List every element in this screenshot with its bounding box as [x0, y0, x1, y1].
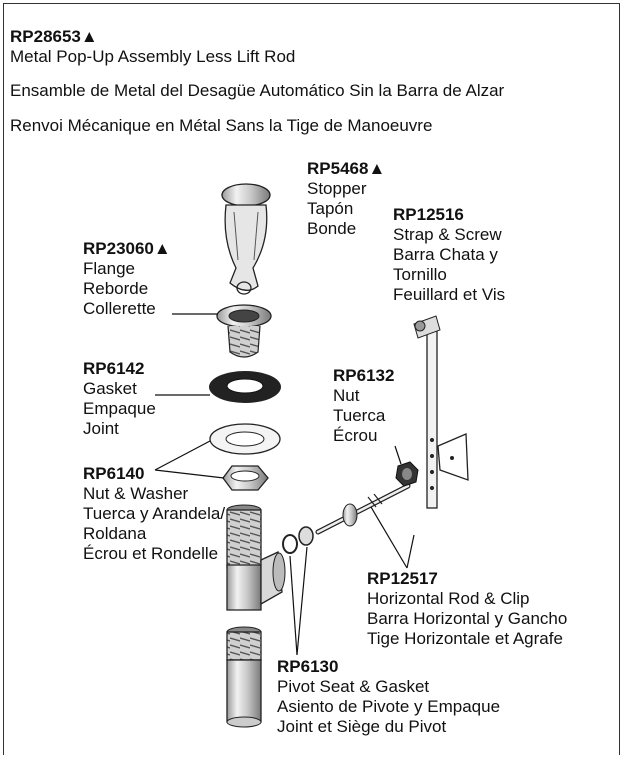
label-horizontal-rod: RP12517 Horizontal Rod & Clip Barra Hori… — [367, 569, 568, 648]
hex-nut-part — [222, 465, 269, 491]
flange-part — [216, 304, 272, 358]
stopper-part — [221, 183, 271, 295]
header-english: Metal Pop-Up Assembly Less Lift Rod — [10, 47, 296, 66]
label-nut: RP6132 Nut Tuerca Écrou — [333, 366, 395, 445]
label-flange: RP23060▲ Flange Reborde Collerette — [83, 239, 171, 318]
header-spanish: Ensamble de Metal del Desagüe Automático… — [10, 81, 505, 100]
label-strap-screw: RP12516 Strap & Screw Barra Chata y Torn… — [393, 205, 506, 304]
pivot-seat-part — [282, 526, 314, 554]
horizontal-rod-part — [315, 483, 411, 535]
rod-nut-part — [395, 461, 419, 487]
drain-body-part — [226, 504, 286, 611]
label-nut-washer: RP6140 Nut & Washer Tuerca y Arandela/ R… — [83, 464, 226, 563]
header-french: Renvoi Mécanique en Métal Sans la Tige d… — [10, 116, 433, 135]
washer-part — [209, 423, 281, 455]
strap-part — [413, 315, 469, 509]
label-stopper: RP5468▲ Stopper Tapón Bonde — [307, 159, 386, 238]
label-pivot-seat: RP6130 Pivot Seat & Gasket Asiento de Pi… — [277, 657, 501, 736]
label-gasket: RP6142 Gasket Empaque Joint — [83, 359, 156, 438]
diagram-frame — [3, 3, 620, 755]
black-gasket-part — [209, 371, 281, 403]
header-part-number: RP28653▲ — [10, 27, 98, 46]
leader-lines — [154, 313, 415, 656]
tailpiece-part — [226, 626, 262, 728]
